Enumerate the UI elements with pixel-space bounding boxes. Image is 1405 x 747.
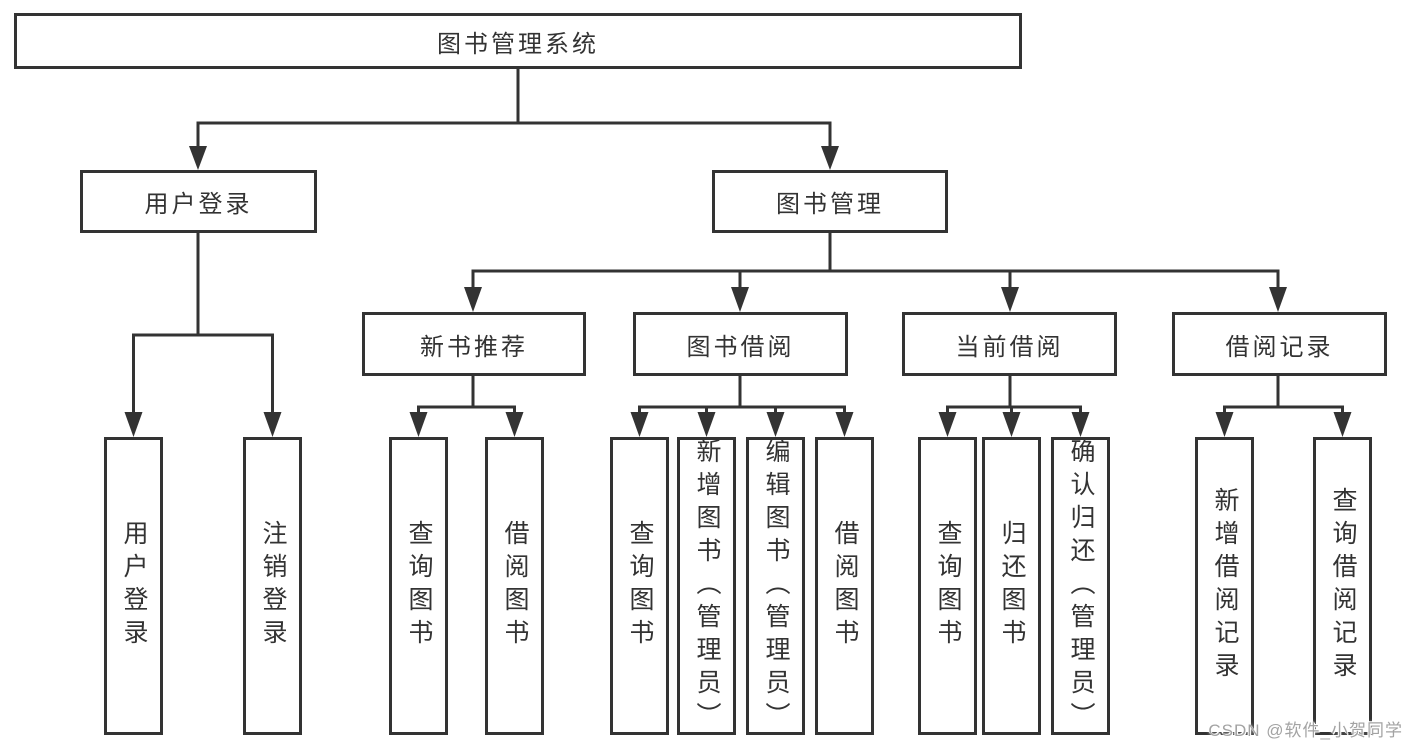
node-book-borrow: 图书借阅: [633, 312, 848, 376]
leaf-query-borrow-record: 查询借阅记录: [1313, 437, 1372, 735]
node-borrow-record: 借阅记录: [1172, 312, 1387, 376]
leaf-query-book-current: 查询图书: [918, 437, 977, 735]
leaf-logout-label: 注销登录: [259, 520, 287, 652]
leaf-confirm-return-admin: 确认归还（管理员）: [1051, 437, 1110, 735]
node-root-system: 图书管理系统: [14, 13, 1022, 69]
leaf-confirm-return-admin-label: 确认归还（管理员）: [1067, 437, 1095, 735]
leaf-logout: 注销登录: [243, 437, 302, 735]
node-book-borrow-label: 图书借阅: [686, 333, 795, 361]
node-current-borrow-label: 当前借阅: [955, 333, 1064, 361]
leaf-add-book-admin-label: 新增图书（管理员）: [693, 437, 721, 735]
node-new-book-recommend: 新书推荐: [362, 312, 586, 376]
node-book-management-label: 图书管理: [776, 191, 884, 218]
leaf-query-book-borrow-label: 查询图书: [626, 520, 654, 652]
leaf-add-borrow-record: 新增借阅记录: [1195, 437, 1254, 735]
leaf-borrow-book-label: 借阅图书: [831, 520, 859, 652]
leaf-return-book: 归还图书: [982, 437, 1041, 735]
node-user-login: 用户登录: [80, 170, 317, 233]
node-user-login-label: 用户登录: [144, 191, 253, 218]
csdn-watermark: CSDN @软件_小贺同学: [1208, 721, 1403, 740]
leaf-edit-book-admin: 编辑图书（管理员）: [746, 437, 805, 735]
node-new-book-recommend-label: 新书推荐: [420, 333, 528, 361]
leaf-query-borrow-record-label: 查询借阅记录: [1329, 487, 1357, 685]
leaf-user-login-label: 用户登录: [120, 520, 148, 652]
leaf-borrow-book: 借阅图书: [815, 437, 874, 735]
leaf-add-borrow-record-label: 新增借阅记录: [1211, 487, 1239, 685]
node-book-management: 图书管理: [712, 170, 948, 233]
node-borrow-record-label: 借阅记录: [1225, 333, 1334, 361]
node-current-borrow: 当前借阅: [902, 312, 1117, 376]
leaf-query-book-borrow: 查询图书: [610, 437, 669, 735]
leaf-query-book-recommend-label: 查询图书: [405, 520, 433, 652]
leaf-return-book-label: 归还图书: [998, 520, 1026, 652]
leaf-borrow-book-recommend: 借阅图书: [485, 437, 544, 735]
leaf-edit-book-admin-label: 编辑图书（管理员）: [762, 437, 790, 735]
leaf-user-login: 用户登录: [104, 437, 163, 735]
leaf-borrow-book-recommend-label: 借阅图书: [501, 520, 529, 652]
leaf-query-book-recommend: 查询图书: [389, 437, 448, 735]
leaf-add-book-admin: 新增图书（管理员）: [677, 437, 736, 735]
leaf-query-book-current-label: 查询图书: [934, 520, 962, 652]
node-root-label: 图书管理系统: [437, 30, 599, 58]
